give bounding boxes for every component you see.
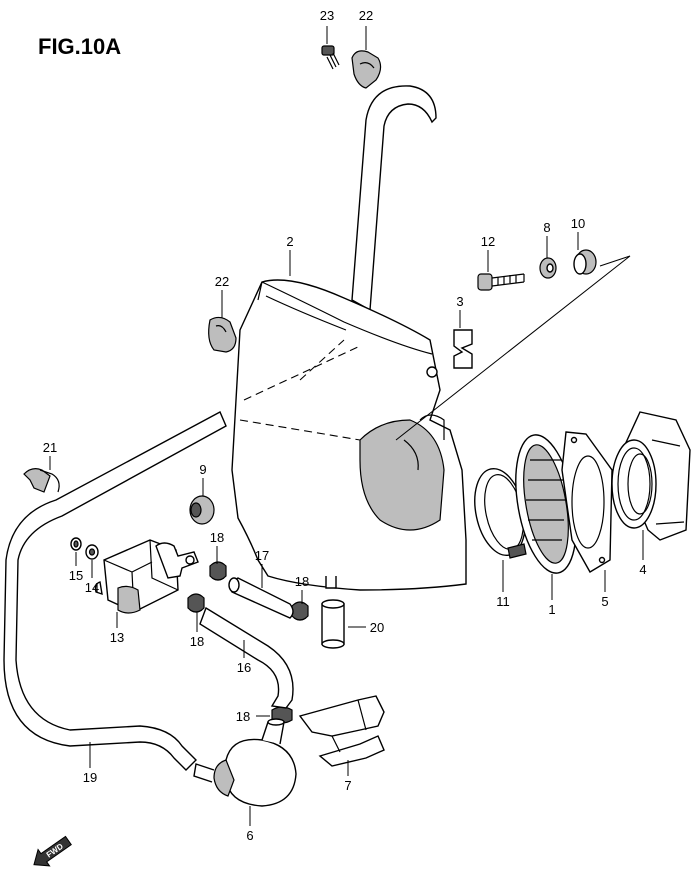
callout-9: 9 [199, 462, 206, 477]
part-2-air-box [231, 279, 467, 591]
callout-6: 6 [246, 828, 253, 843]
callout-22: 22 [215, 274, 229, 289]
callout-4: 4 [639, 562, 646, 577]
part-14-washer [85, 544, 99, 560]
callout-23: 23 [320, 8, 334, 23]
part-10-grommet [573, 249, 597, 275]
fwd-arrow-icon: FWD [33, 835, 72, 867]
callout-14: 14 [85, 580, 99, 595]
part-6-filter [193, 718, 297, 807]
part-9-grommet [189, 495, 215, 525]
part-5-gasket [561, 431, 613, 573]
callout-18: 18 [210, 530, 224, 545]
callout-20: 20 [370, 620, 384, 635]
callout-2: 2 [286, 234, 293, 249]
part-16-hose [199, 606, 294, 709]
callouts: 23 22 2 12 8 10 3 22 21 9 15 14 13 18 17… [43, 8, 647, 843]
part-22-clamp-top [351, 50, 382, 89]
leader-lines [49, 26, 644, 826]
callout-7: 7 [344, 778, 351, 793]
callout-19: 19 [83, 770, 97, 785]
part-8-washer [539, 257, 557, 279]
part-18-clamp-b [187, 593, 205, 613]
part-1-screen [515, 434, 577, 574]
callout-22: 22 [359, 8, 373, 23]
callout-3: 3 [456, 294, 463, 309]
callout-21: 21 [43, 440, 57, 455]
part-4-boot [611, 411, 691, 541]
callout-5: 5 [601, 594, 608, 609]
part-12-bolt [477, 273, 525, 291]
part-18-clamp-c [291, 601, 309, 621]
callout-13: 13 [110, 630, 124, 645]
callout-8: 8 [543, 220, 550, 235]
part-7-bracket [298, 695, 385, 767]
callout-1: 1 [548, 602, 555, 617]
part-21-clip [23, 468, 60, 493]
part-13-valve [94, 539, 199, 614]
part-15-washer [70, 537, 82, 551]
breather-tube [351, 85, 437, 312]
callout-18: 18 [236, 709, 250, 724]
part-3-bracket [453, 329, 473, 369]
part-11-band [474, 467, 527, 559]
callout-10: 10 [571, 216, 585, 231]
part-17-hose [228, 577, 294, 619]
part-22-clamp-left [208, 316, 237, 353]
callout-11: 11 [496, 594, 510, 609]
part-19-hose [3, 411, 227, 771]
callout-18: 18 [190, 634, 204, 649]
callout-17: 17 [255, 548, 269, 563]
part-23-bolt [321, 45, 340, 70]
part-20-tube [321, 599, 345, 649]
callout-12: 12 [481, 234, 495, 249]
callout-15: 15 [69, 568, 83, 583]
part-18-clamp-a [209, 561, 227, 581]
figure-title: FIG.10A [38, 34, 121, 59]
callout-18: 18 [295, 574, 309, 589]
callout-16: 16 [237, 660, 251, 675]
